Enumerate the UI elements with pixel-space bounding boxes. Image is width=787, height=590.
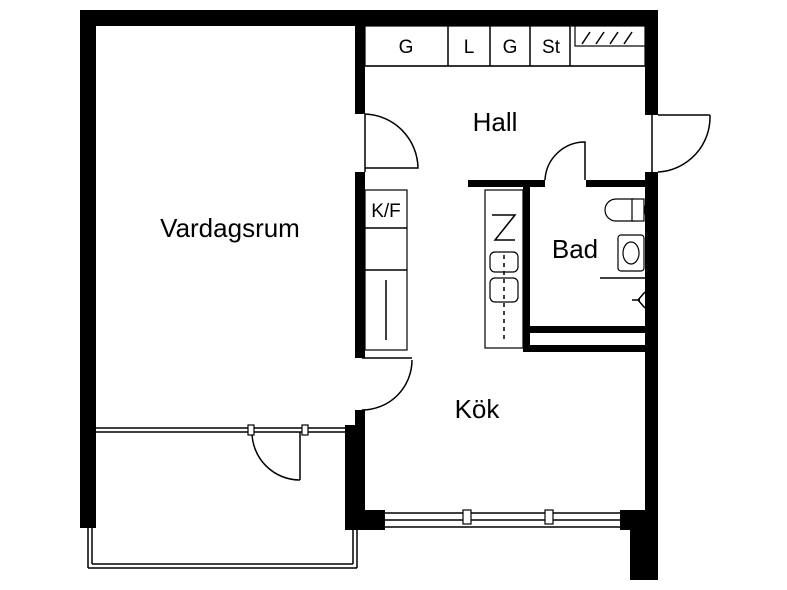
doors	[361, 113, 711, 411]
walls	[80, 10, 658, 580]
closet-label-g1: G	[399, 37, 414, 58]
bath-door-swing	[544, 141, 586, 181]
fridge-freezer-label: K/F	[371, 201, 401, 222]
balcony	[87, 424, 358, 569]
closet-label-st: St	[542, 37, 561, 58]
wall-bath-bottom2	[523, 345, 646, 352]
room-label-bathroom: Bad	[552, 234, 598, 264]
shower-drain-icon	[632, 291, 646, 309]
entry-door-swing	[657, 114, 711, 173]
wall-partition-upper	[355, 26, 365, 114]
wall-partition-fridge	[355, 172, 365, 358]
wall-right-lower	[645, 172, 658, 360]
kitchen-counter	[484, 189, 524, 349]
wall-bath-bottom	[523, 326, 646, 333]
room-label-kitchen: Kök	[455, 394, 501, 424]
wall-bath-top-right	[586, 180, 646, 187]
wall-bath-top-left	[468, 180, 545, 187]
balcony-door-swing	[251, 431, 301, 481]
kitchen-living-door-swing	[361, 359, 413, 411]
room-label-hall: Hall	[473, 107, 518, 137]
living-door-swing	[364, 113, 419, 169]
bathroom-fixtures	[600, 198, 646, 309]
shoe-rack	[574, 25, 646, 47]
closet-label-l: L	[464, 37, 475, 58]
wall-kitchen-left-stub	[355, 410, 365, 428]
wall-right-kitchen	[645, 360, 658, 510]
dishwasher-icon	[492, 214, 517, 241]
closet-row	[364, 25, 646, 67]
kitchen-window	[385, 509, 620, 528]
wall-bottom-right	[620, 510, 658, 530]
wall-bath-left2	[523, 326, 530, 352]
wall-bath-left	[523, 180, 530, 330]
fridge-freezer	[364, 189, 408, 351]
closet-label-g2: G	[503, 37, 518, 58]
wall-top	[80, 10, 658, 26]
room-label-living-room: Vardagsrum	[160, 213, 300, 243]
wall-right-upper	[645, 10, 658, 115]
wall-left	[80, 10, 96, 528]
wall-kitchen-left	[345, 425, 365, 510]
wall-bottom-left	[345, 510, 385, 530]
